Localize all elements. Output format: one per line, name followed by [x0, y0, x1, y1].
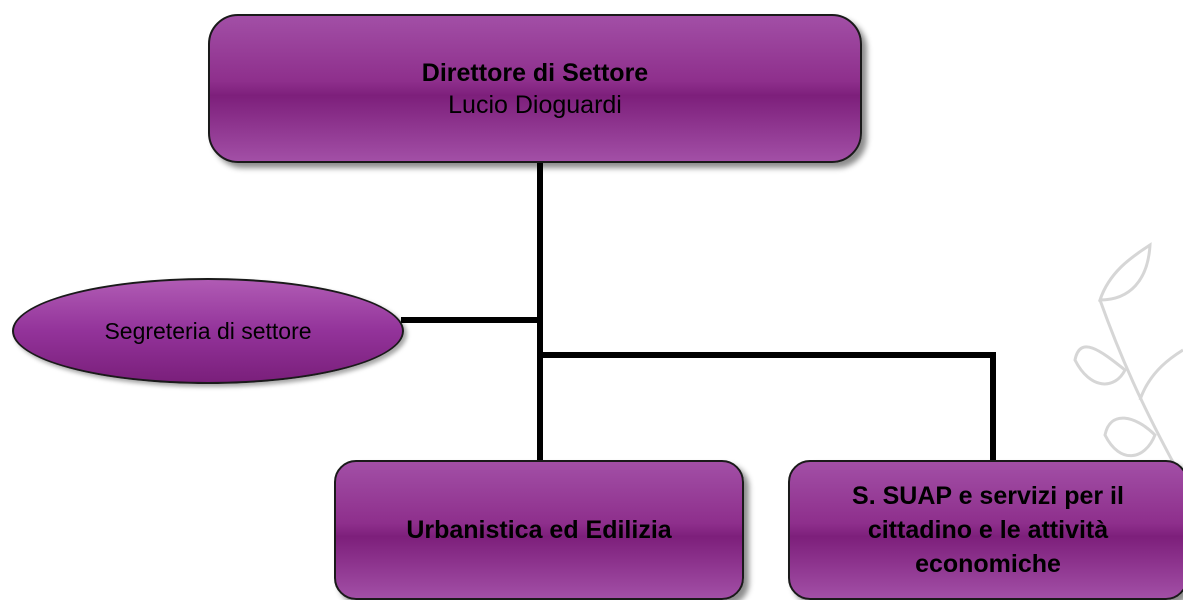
unit-suap-label-line-1: S. SUAP e servizi per il [852, 482, 1124, 510]
unit-urbanistica-box: Urbanistica ed Edilizia [334, 460, 744, 600]
secretariat-label: Segreteria di settore [104, 317, 312, 344]
unit-suap-label-line-3: economiche [915, 550, 1061, 578]
unit-suap-box: S. SUAP e servizi per il cittadino e le … [788, 460, 1183, 600]
director-title: Direttore di Settore [421, 58, 649, 87]
unit-suap-label-line-2: cittadino e le attività [867, 516, 1109, 544]
secretariat-node: Segreteria di settore [12, 278, 404, 384]
director-box: Direttore di Settore Lucio Dioguardi [208, 14, 862, 163]
leaf-branch-decoration [1073, 242, 1183, 476]
director-name: Lucio Dioguardi [448, 90, 622, 119]
unit-urbanistica-label: Urbanistica ed Edilizia [406, 516, 672, 544]
connector-suap [537, 352, 996, 463]
